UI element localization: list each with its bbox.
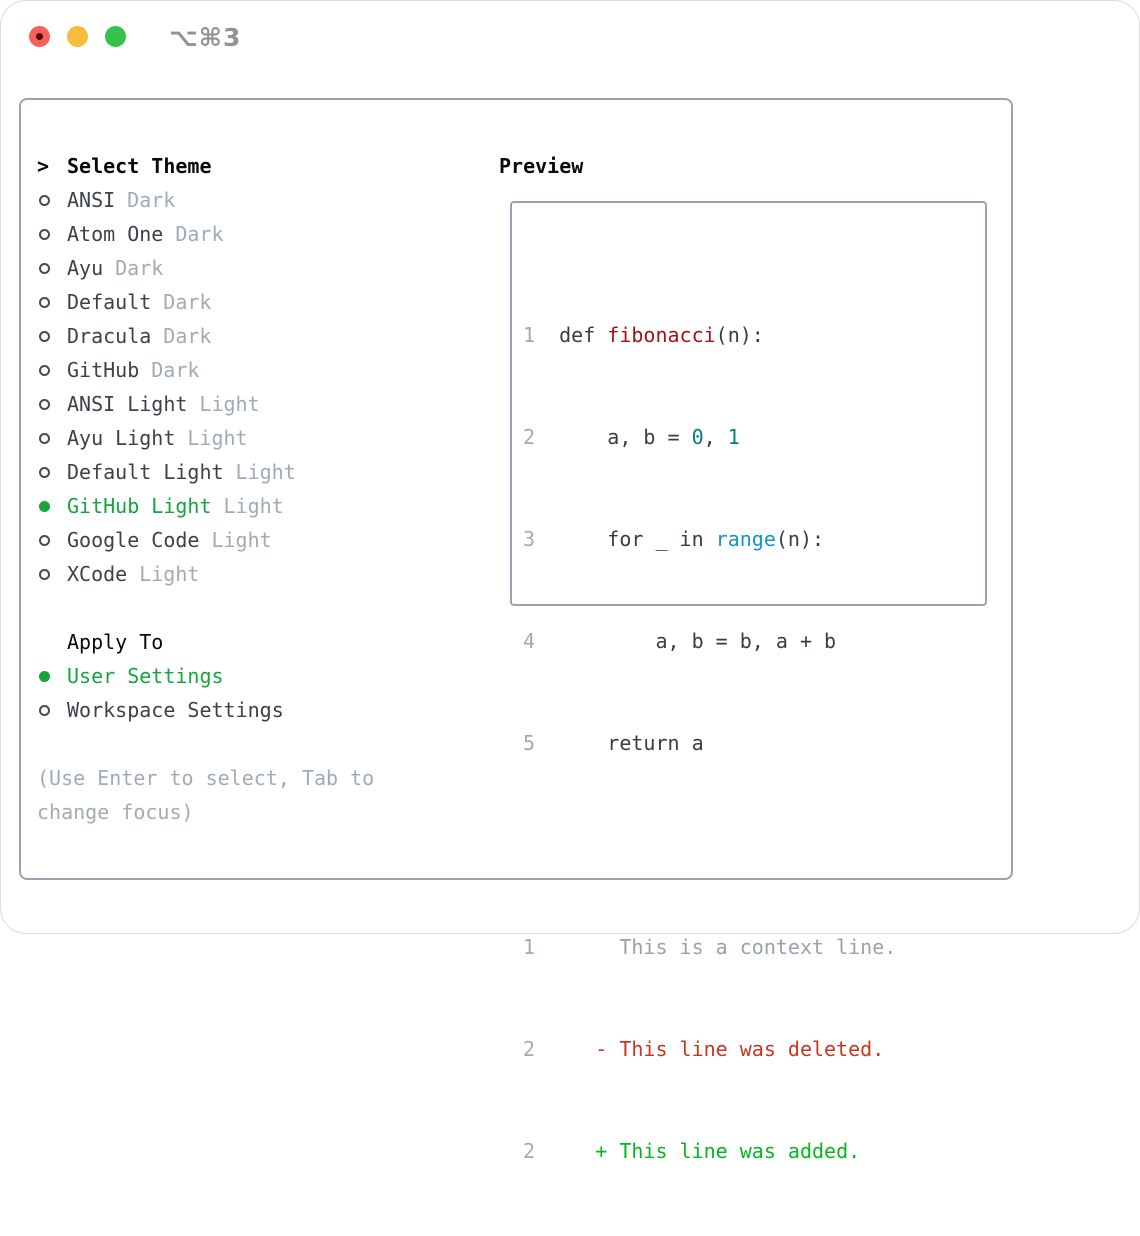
theme-option-google-code[interactable]: Google Code Light <box>37 523 487 557</box>
titlebar: ⌥⌘3 <box>0 0 1140 74</box>
seg: 1 <box>523 323 560 347</box>
window-shortcut-label: ⌥⌘3 <box>169 23 242 52</box>
seg: (n): <box>715 323 764 347</box>
radio-icon <box>39 704 50 716</box>
radio-icon <box>39 228 50 240</box>
select-theme-header: > Select Theme <box>37 149 487 183</box>
radio-icon <box>39 568 50 580</box>
seg: a, b = b, a + b <box>655 629 837 653</box>
theme-list: > Select Theme ANSI Dark Atom One Dark A… <box>37 149 487 829</box>
spacer-row <box>37 591 487 625</box>
diff-added-line: 2 + This line was added. <box>523 1134 985 1168</box>
radio-icon <box>39 364 50 376</box>
seg: (n): <box>775 527 825 551</box>
radio-icon <box>39 262 50 274</box>
blank-line <box>523 828 985 862</box>
diff-deleted-line: 2 - This line was deleted. <box>523 1032 985 1066</box>
seg: - This line was deleted. <box>595 1037 885 1061</box>
code-line: 3 for _ in range(n): <box>523 522 985 556</box>
app-window: ⌥⌘3 > Select Theme ANSI Dark Atom One Da… <box>0 0 1140 1163</box>
traffic-lights <box>29 26 126 47</box>
spacer-row <box>37 727 487 761</box>
help-text-line-1: (Use Enter to select, Tab to <box>37 766 375 790</box>
radio-icon <box>39 194 50 206</box>
seg: for _ in <box>607 527 716 551</box>
seg: 1 <box>727 425 740 449</box>
theme-option-default-dark[interactable]: Default Dark <box>37 285 487 319</box>
theme-option-ayu-light[interactable]: Ayu Light Light <box>37 421 487 455</box>
close-button[interactable] <box>29 26 50 47</box>
theme-option-ansi-dark[interactable]: ANSI Dark <box>37 183 487 217</box>
radio-icon <box>39 296 50 308</box>
seg: 2 <box>523 1139 596 1163</box>
radio-icon <box>39 432 50 444</box>
seg: 4 <box>523 629 656 653</box>
zoom-button[interactable] <box>105 26 126 47</box>
seg: 2 <box>523 425 608 449</box>
radio-icon <box>39 398 50 410</box>
radio-selected-icon <box>39 500 50 512</box>
seg: def <box>559 323 608 347</box>
diff-context-line: 1 This is a context line. <box>523 930 985 964</box>
seg: return a <box>607 731 704 755</box>
seg: 3 <box>523 527 608 551</box>
theme-option-xcode[interactable]: XCode Light <box>37 557 487 591</box>
theme-option-atom-one-dark[interactable]: Atom One Dark <box>37 217 487 251</box>
close-dot-icon <box>36 33 43 40</box>
theme-option-ayu-dark[interactable]: Ayu Dark <box>37 251 487 285</box>
theme-option-github-light[interactable]: GitHub Light Light <box>37 489 487 523</box>
theme-option-dracula-dark[interactable]: Dracula Dark <box>37 319 487 353</box>
preview-title: Preview <box>499 154 584 178</box>
preview-box: 1 def fibonacci(n): 2 a, b = 0, 1 3 for … <box>510 201 987 1163</box>
seg: fibonacci <box>607 323 716 347</box>
apply-option-user-settings[interactable]: User Settings <box>37 659 487 693</box>
code-preview: 1 def fibonacci(n): 2 a, b = 0, 1 3 for … <box>512 203 985 1236</box>
seg: , <box>703 425 728 449</box>
code-line: 5 return a <box>523 726 985 760</box>
apply-to-header: Apply To <box>37 625 487 659</box>
radio-icon <box>39 534 50 546</box>
code-line: 1 def fibonacci(n): <box>523 318 985 352</box>
seg: + This line was added. <box>595 1139 861 1163</box>
code-line: 4 a, b = b, a + b <box>523 624 985 658</box>
seg: 1 <box>523 935 620 959</box>
radio-selected-icon <box>39 670 50 682</box>
prompt-icon: > <box>37 154 50 178</box>
radio-icon <box>39 466 50 478</box>
theme-option-ansi-light[interactable]: ANSI Light Light <box>37 387 487 421</box>
apply-option-workspace-settings[interactable]: Workspace Settings <box>37 693 487 727</box>
seg: 2 <box>523 1037 596 1061</box>
code-line: 2 a, b = 0, 1 <box>523 420 985 454</box>
radio-icon <box>39 330 50 342</box>
seg: This is a context line. <box>619 935 897 959</box>
theme-option-default-light[interactable]: Default Light Light <box>37 455 487 489</box>
apply-to-title: Apply To <box>67 630 164 654</box>
seg: 5 <box>523 731 608 755</box>
theme-option-github-dark[interactable]: GitHub Dark <box>37 353 487 387</box>
settings-panel: > Select Theme ANSI Dark Atom One Dark A… <box>19 98 1013 1163</box>
help-text-line-2: change focus) <box>37 800 194 824</box>
seg: 0 <box>691 425 704 449</box>
select-theme-title: Select Theme <box>67 154 212 178</box>
seg: a, b = <box>607 425 692 449</box>
minimize-button[interactable] <box>67 26 88 47</box>
seg: range <box>715 527 776 551</box>
